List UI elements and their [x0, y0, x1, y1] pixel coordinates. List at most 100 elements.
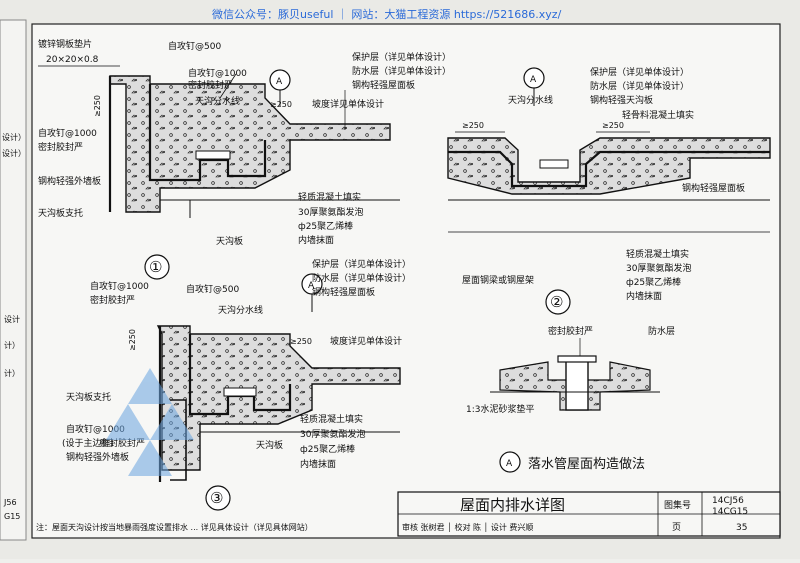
layer-pu-foam: 30厚聚氨酯发泡 [298, 206, 363, 218]
layer-lightweight-concrete: 轻质混凝土填实 [298, 191, 361, 203]
label-screw-1000: 自攻钉@1000 [188, 67, 247, 79]
label-mortar-bed: 1:3水泥砂浆垫平 [466, 403, 535, 415]
left-strip-line: 设计 [4, 314, 20, 324]
detail-number: ② [550, 293, 563, 311]
layer-interior-plaster: 内墙抹面 [300, 458, 336, 470]
layer-pe-rod: ф25聚乙烯棒 [298, 220, 353, 232]
downpipe [565, 359, 589, 411]
label-sealant: 密封胶封严 [548, 325, 593, 337]
label-sealant-lower: 密封胶封严 [38, 141, 83, 153]
label-exterior-wall-panel: 钢构轻强外墙板 [66, 451, 129, 463]
label-gutter-divide-line: 天沟分水线 [195, 95, 240, 107]
drain-flange [557, 355, 597, 363]
adjacent-page-strip [0, 19, 27, 541]
watermark-text: 微信公众号：豚贝useful ｜ 网站：大猫工程资源 https://52168… [212, 7, 562, 21]
detail-number-circle [545, 289, 571, 315]
label-slope-note: 坡度详见单体设计 [312, 98, 384, 110]
dimension-label: ≥250 [93, 95, 102, 117]
detail-a-marker-label: A [276, 77, 283, 87]
gutter-wall-section [109, 75, 391, 213]
detail-a-marker-label: A [530, 75, 537, 85]
label-washer-size: 20×20×0.8 [46, 55, 99, 65]
detail-a-marker [499, 451, 521, 473]
layer-pe-rod: ф25聚乙烯棒 [626, 276, 681, 288]
left-strip-line: J56 [3, 498, 17, 507]
layer-lightweight-concrete: 轻质混凝土填实 [300, 413, 363, 425]
layer-pe-rod: ф25聚乙烯棒 [300, 443, 355, 455]
gutter-plate-line [448, 150, 770, 188]
page-label: 页 [672, 522, 681, 533]
page-number: 35 [736, 523, 747, 533]
label-gutter-plate: 天沟板 [216, 235, 243, 247]
layer-roof-panel: 钢构轻强屋面板 [312, 286, 375, 298]
dimension-label: ≥250 [462, 121, 484, 130]
layer-protection: 保护层（详见单体设计） [352, 51, 451, 63]
gutter-drain-outlet [195, 150, 231, 160]
watermark-logo [106, 368, 194, 476]
label-slope-note: 坡度详见单体设计 [330, 335, 402, 347]
layer-pu-foam: 30厚聚氨酯发泡 [626, 262, 691, 274]
label-gutter-support: 天沟板支托 [38, 207, 83, 219]
left-strip-line: G15 [4, 512, 20, 521]
detail-a-marker-label: A [308, 281, 315, 291]
label-exterior-wall-panel: 钢构轻强外墙板 [38, 175, 101, 187]
layer-pu-foam: 30厚聚氨酯发泡 [300, 428, 365, 440]
layer-roof-panel: 钢构轻强屋面板 [352, 79, 415, 91]
atlas-number-2: 14CG15 [712, 507, 748, 517]
left-strip-line: 设计） [2, 132, 26, 142]
detail-a-marker-label: A [506, 459, 513, 469]
layer-waterproof: 防水层（详见单体设计） [352, 65, 451, 77]
gutter-drain-outlet [223, 387, 257, 397]
layer-interior-plaster: 内墙抹面 [298, 234, 334, 246]
layer-interior-plaster: 内墙抹面 [626, 290, 662, 302]
dimension-label: ≥250 [602, 121, 624, 130]
label-main-frame: (设于主边框) [62, 437, 114, 449]
label-gutter-divide-line: 天沟分水线 [218, 304, 263, 316]
detail-number-circle [205, 485, 231, 511]
detail-number-circle [144, 254, 170, 280]
dimension-label: ≥250 [290, 337, 312, 346]
label-roof-panel: 钢构轻强屋面板 [682, 182, 745, 194]
left-strip-text: 设计） 设计） 设计 计） 计） J56 G15 [2, 132, 26, 521]
left-strip-line: 计） [4, 368, 20, 378]
label-sealant: 密封胶封严 [188, 79, 233, 91]
detail-3-section: A ③ 自攻钉@1000 密封胶封严 自攻钉@500 ≥250 天沟分水线 ≥2… [62, 258, 411, 511]
detail-2-section: A 天沟分水线 ≥250 ≥250 钢构轻强屋面板 屋面钢梁或钢屋架 保护层（详… [447, 66, 771, 315]
label-screw-1000-lower: 自攻钉@1000 [38, 127, 97, 139]
layer-waterproof: 防水层（详见单体设计） [312, 272, 411, 284]
detail-number: ① [149, 258, 162, 276]
detail-a-downpipe: 密封胶封严 防水层 1:3水泥砂浆垫平 A 落水管屋面构造做法 [466, 325, 675, 473]
atlas-label: 图集号 [664, 499, 691, 511]
drawing-note: 注：屋面天沟设计按当地暴雨强度设置排水 ... 详见具体设计（详见具体网站） [36, 522, 313, 532]
label-screw-1000-lower: 自攻钉@1000 [66, 423, 125, 435]
detail-1-section: A ① 镀锌钢板垫片 20×20×0.8 自攻钉@500 自攻钉@1000 密封… [38, 38, 451, 280]
label-sealant: 密封胶封严 [90, 294, 135, 306]
detail-number: ③ [210, 489, 223, 507]
layer-protection: 保护层（详见单体设计） [312, 258, 411, 270]
label-waterproof-layer: 防水层 [648, 325, 675, 337]
label-galvanized-washer: 镀锌钢板垫片 [38, 38, 92, 50]
layer-lightweight-aggregate: 轻骨料混凝土填实 [622, 109, 694, 121]
left-strip-line: 设计） [2, 148, 26, 158]
detail-a-title: 落水管屋面构造做法 [528, 457, 645, 472]
layer-lightweight-concrete: 轻质混凝土填实 [626, 248, 689, 260]
title-block: 屋面内排水详图 图集号 14CJ56 14CG15 审核 张树君 │ 校对 陈 … [397, 491, 781, 537]
left-strip-line: 计） [4, 340, 20, 350]
dimension-label: ≥250 [128, 329, 137, 351]
gutter-wall-section [156, 325, 401, 471]
label-gutter-divide-line: 天沟分水线 [508, 94, 553, 106]
drawing-title: 屋面内排水详图 [460, 496, 565, 514]
sign-row: 审核 张树君 │ 校对 陈 │ 设计 费兴顺 [402, 522, 533, 532]
gutter-drain-outlet [539, 159, 569, 169]
label-screw-1000: 自攻钉@1000 [90, 280, 149, 292]
layer-protection: 保护层（详见单体设计） [590, 66, 689, 78]
label-gutter-plate: 天沟板 [256, 439, 283, 451]
label-roof-steel-beam: 屋面钢梁或钢屋架 [462, 274, 534, 286]
gutter-plate-line [148, 84, 267, 182]
layer-waterproof: 防水层（详见单体设计） [590, 80, 689, 92]
label-screw-500: 自攻钉@500 [186, 283, 239, 295]
label-gutter-support: 天沟板支托 [66, 391, 111, 403]
dimension-label: ≥250 [270, 100, 292, 109]
